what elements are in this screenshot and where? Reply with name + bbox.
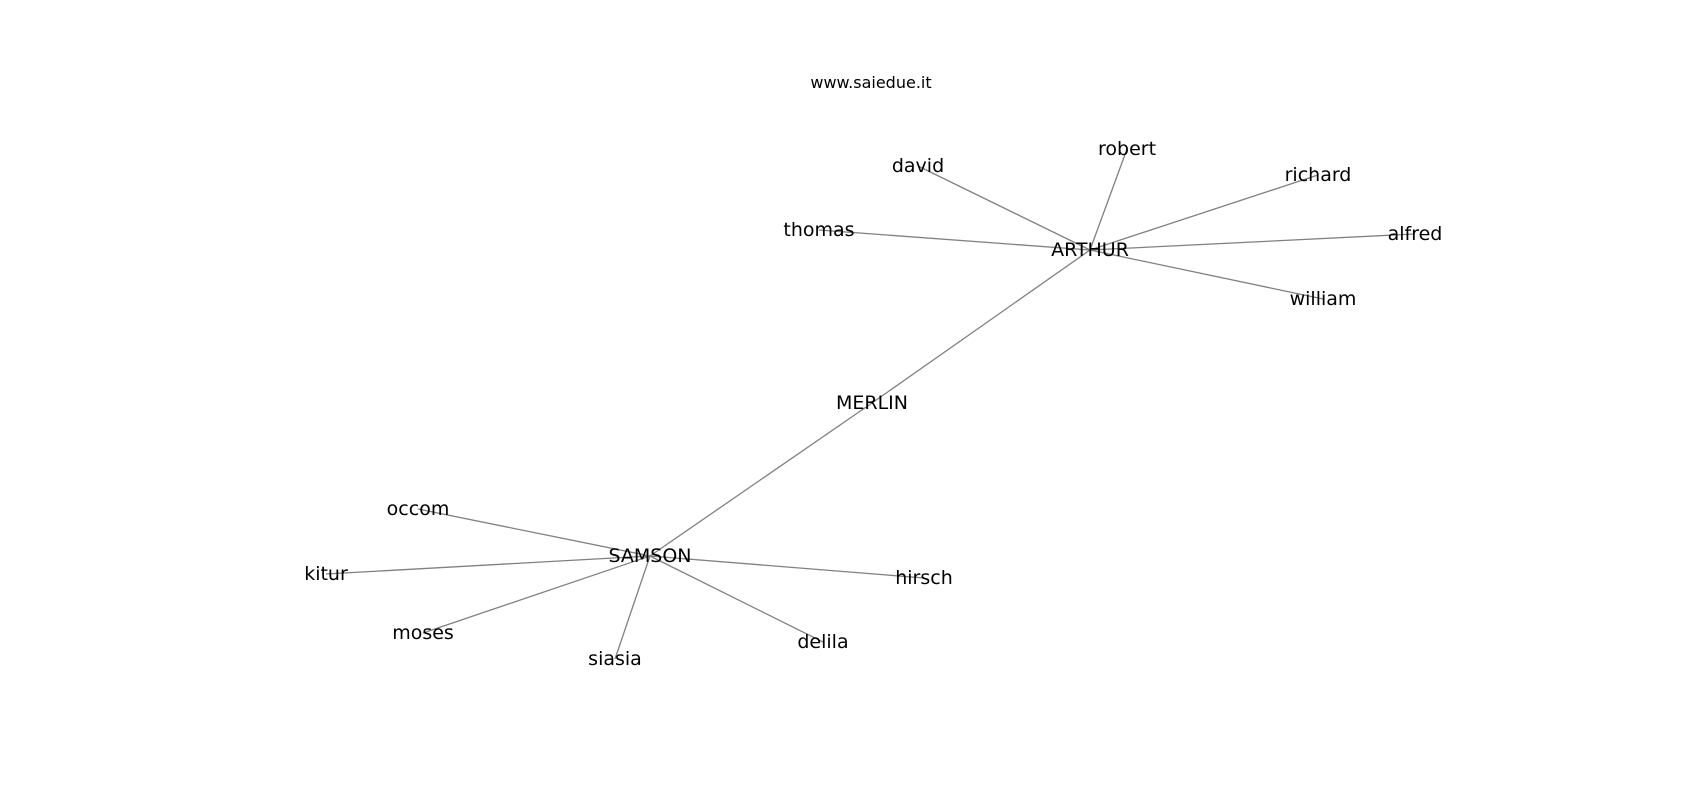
edges-layer (325, 148, 1416, 660)
edge-samson-occom (417, 508, 651, 557)
node-label-delila: delila (797, 631, 848, 653)
node-label-moses: moses (392, 622, 454, 644)
node-label-occom: occom (387, 498, 450, 520)
edge-arthur-thomas (818, 229, 1091, 251)
node-label-richard: richard (1285, 164, 1352, 186)
edge-arthur-william (1089, 249, 1324, 300)
node-label-hirsch: hirsch (895, 567, 953, 589)
watermark-text: www.saiedue.it (810, 73, 931, 92)
edge-samson-delila (649, 555, 824, 643)
edge-merlin-samson (649, 402, 873, 557)
node-label-william: william (1290, 288, 1357, 310)
edge-samson-hirsch (649, 555, 925, 579)
edge-arthur-alfred (1089, 233, 1416, 251)
edge-arthur-david (917, 165, 1091, 251)
node-label-samson: SAMSON (608, 545, 691, 567)
node-label-david: david (892, 155, 944, 177)
node-label-arthur: ARTHUR (1051, 239, 1129, 261)
labels-layer: MERLIN ARTHUR SAMSON david robert richard thom… (304, 138, 1442, 670)
node-label-alfred: alfred (1388, 223, 1443, 245)
edge-samson-moses (422, 555, 651, 634)
node-label-merlin: MERLIN (836, 392, 908, 414)
edge-merlin-arthur (871, 249, 1091, 404)
edge-arthur-richard (1089, 174, 1319, 251)
node-label-kitur: kitur (304, 563, 348, 585)
edge-arthur-robert (1089, 148, 1128, 251)
edge-samson-kitur (325, 555, 651, 575)
node-label-robert: robert (1098, 138, 1156, 160)
edge-samson-siasia (614, 555, 651, 660)
node-label-thomas: thomas (783, 219, 854, 241)
node-label-siasia: siasia (588, 648, 642, 670)
